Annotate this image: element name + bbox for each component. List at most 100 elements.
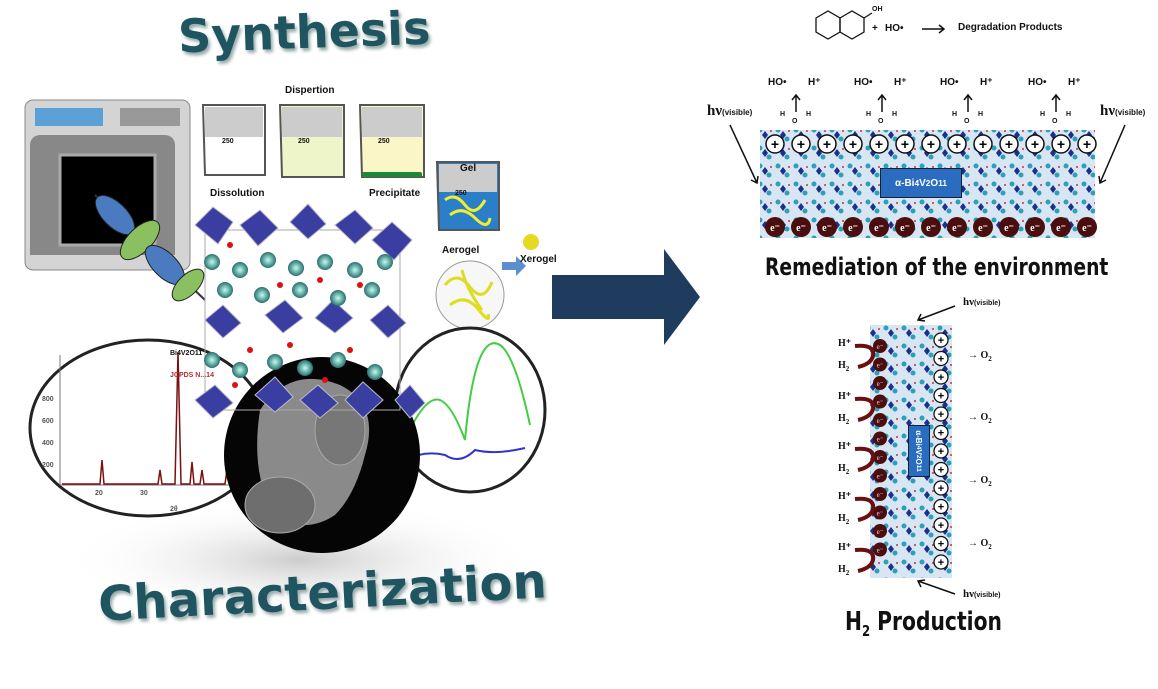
hole-icon: +: [933, 480, 949, 496]
subscript: 2: [845, 569, 850, 577]
electron-icon: e⁻: [1025, 217, 1045, 237]
hole-icon: +: [933, 424, 949, 441]
naphthol-structure-icon: [815, 10, 873, 40]
oxidation-arrows: [791, 93, 1061, 112]
water-h: H: [866, 111, 872, 118]
light-arrows: [729, 124, 1126, 595]
h2-label: H2: [838, 564, 849, 577]
electron-icon: e⁻: [843, 217, 863, 237]
hole-label: +: [771, 136, 779, 152]
xrd-xlabel: 2θ: [170, 506, 178, 513]
proton-label: H⁺: [980, 77, 993, 88]
reduction-arrows: [854, 343, 876, 573]
electron-icon: e⁻: [873, 413, 887, 427]
hole-label: +: [1031, 136, 1039, 152]
electron-icon: e⁻: [973, 217, 993, 237]
water-o: O: [792, 118, 798, 125]
hv-bottom: hν(visible): [963, 588, 1001, 600]
material-text: O: [930, 177, 939, 189]
electron-label: e⁻: [1004, 223, 1014, 234]
hole-label: +: [938, 539, 944, 551]
electron-icon: e⁻: [873, 468, 887, 483]
xps-plot: [393, 326, 547, 494]
beaker-volume: 250: [222, 138, 234, 145]
electron-icon: e⁻: [1051, 217, 1071, 237]
electron-icon: e⁻: [873, 431, 887, 446]
aerogel-label: Aerogel: [442, 245, 480, 256]
hole-icon: +: [843, 134, 863, 154]
hole-icon: +: [933, 443, 949, 459]
water-o: O: [1052, 118, 1058, 125]
hole-label: +: [938, 391, 944, 403]
electron-icon: e⁻: [895, 217, 915, 237]
hole-label: +: [938, 428, 944, 440]
subscript: 2: [988, 355, 992, 363]
electron-icon: e⁻: [947, 217, 967, 237]
hydroxyl-radical: HO•: [885, 23, 904, 34]
xrd-tick: 800: [42, 396, 54, 403]
hole-icon: +: [933, 406, 949, 422]
o2-text: → O: [968, 538, 989, 549]
hole-icon: +: [1025, 134, 1045, 154]
beaker-label-gel: Gel: [460, 163, 477, 174]
material-text: α-Bi: [894, 177, 915, 189]
hole-icon: +: [895, 134, 915, 154]
hole-icon: +: [817, 134, 837, 154]
electron-label: e⁻: [1030, 223, 1040, 234]
proton-label: H⁺: [1068, 77, 1081, 88]
xrd-tick: 200: [42, 462, 54, 469]
hole-icon: +: [947, 134, 967, 154]
proton-label: H⁺: [838, 542, 852, 553]
hole-label: +: [938, 483, 944, 495]
h2-label: H2: [838, 413, 849, 426]
holes-column: +++++++++++++: [933, 332, 949, 570]
up-arrow-icon: [1051, 93, 1061, 112]
o2-label: → O2: [968, 538, 992, 551]
water-h: H: [780, 111, 786, 118]
hole-label: +: [901, 136, 909, 152]
electromagnetic-wave-icon: [94, 194, 206, 302]
electron-label: e⁻: [877, 380, 884, 388]
subscript: 2: [988, 543, 992, 551]
electron-label: e⁻: [926, 223, 936, 234]
electron-label: e⁻: [877, 399, 884, 407]
hole-label: +: [938, 335, 944, 347]
xerogel-icon: [523, 234, 539, 250]
sem-image: [224, 357, 420, 553]
hole-label: +: [979, 136, 987, 152]
electron-label: e⁻: [877, 417, 884, 425]
xrd-legend-1: Bi4V2O11: [170, 350, 203, 357]
curved-arrow-icon: [854, 396, 876, 422]
subscript: 2: [988, 480, 992, 488]
o2-label: → O2: [968, 475, 992, 488]
hole-label: +: [938, 502, 944, 514]
h2-text: H: [838, 360, 846, 371]
beaker-volume: 250: [378, 138, 390, 145]
electron-label: e⁻: [848, 223, 858, 234]
hv-subscript: (visible): [722, 108, 753, 117]
hydroxyl-radical-label: HO•: [1028, 77, 1047, 88]
h2-text: H: [838, 564, 846, 575]
water-h: H: [978, 111, 984, 118]
subscript: 11: [938, 178, 948, 188]
o2-label: → O2: [968, 412, 992, 425]
electron-icon: e⁻: [791, 217, 811, 237]
plus-sign: +: [872, 23, 878, 34]
electron-label: e⁻: [877, 547, 884, 555]
water-h: H: [806, 111, 812, 118]
xrd-tick: 600: [42, 418, 54, 425]
electron-icon: e⁻: [1077, 217, 1097, 237]
hv-symbol: hν: [963, 588, 975, 600]
hole-label: +: [927, 136, 935, 152]
beaker-dispertion-icon: [278, 104, 345, 178]
beaker-gel-icon: [435, 161, 500, 231]
hydroxyl-radical-label: HO•: [768, 77, 787, 88]
hole-label: +: [797, 136, 805, 152]
aerogel-icon: [435, 260, 505, 330]
hole-label: +: [938, 520, 944, 532]
up-arrow-icon: [963, 93, 973, 112]
o2-text: → O: [968, 412, 989, 423]
h2-production-title: H2 Production: [845, 607, 1002, 640]
hole-icon: +: [933, 554, 949, 570]
